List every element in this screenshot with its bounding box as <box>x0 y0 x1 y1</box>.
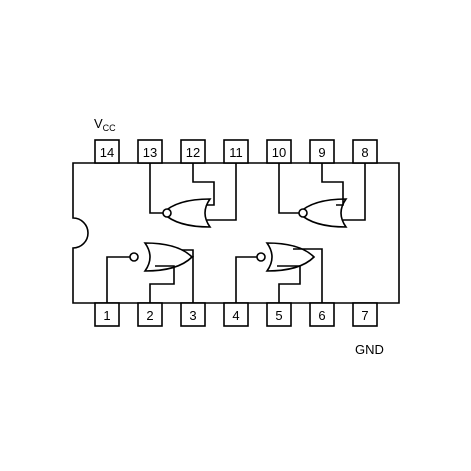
pin-12: 12 <box>180 139 206 164</box>
pin-4-label: 4 <box>232 308 239 323</box>
bottom-pins: 1 2 3 4 5 6 7 <box>94 302 378 327</box>
pin-8-label: 8 <box>361 145 368 160</box>
pin-10-label: 10 <box>272 145 286 160</box>
pin-1-label: 1 <box>103 308 110 323</box>
nor-gate-b-bubble <box>256 252 266 262</box>
nor-gate-d <box>278 163 366 228</box>
pin-13-label: 13 <box>143 145 157 160</box>
pin-13: 13 <box>137 139 163 164</box>
nor-gate-a-bubble <box>129 252 139 262</box>
pin-2: 2 <box>137 302 163 327</box>
pin-7: 7 <box>352 302 378 327</box>
pin-8: 8 <box>352 139 378 164</box>
pin-6: 6 <box>309 302 335 327</box>
nor-gate-d-wires <box>278 163 366 221</box>
pin-6-label: 6 <box>318 308 325 323</box>
nor-gate-b-wires <box>235 248 323 303</box>
nor-gate-d-bubble <box>298 208 308 218</box>
pin-2-label: 2 <box>146 308 153 323</box>
chip-body <box>72 162 400 304</box>
pin-11: 11 <box>223 139 249 164</box>
nor-gate-a-wires <box>106 256 194 303</box>
pin-4: 4 <box>223 302 249 327</box>
pin-1: 1 <box>94 302 120 327</box>
pin-12-label: 12 <box>186 145 200 160</box>
vcc-label: VCC <box>94 116 116 133</box>
nor-gate-c-body <box>161 198 212 228</box>
nor-gate-b-body <box>265 242 316 272</box>
nor-gate-d-body <box>297 198 348 228</box>
pin-9-label: 9 <box>318 145 325 160</box>
pin-7-label: 7 <box>361 308 368 323</box>
gnd-label: GND <box>355 342 384 357</box>
pin-14: 14 <box>94 139 120 164</box>
top-pins: 14 13 12 11 10 9 8 <box>94 139 378 164</box>
nor-gate-a <box>106 242 194 303</box>
pin-10: 10 <box>266 139 292 164</box>
pin-3: 3 <box>180 302 206 327</box>
nor-gate-c-wires <box>149 163 237 221</box>
nor-gate-a-wire-upper <box>182 249 194 257</box>
nor-gate-b <box>235 242 323 303</box>
pin-5-label: 5 <box>275 308 282 323</box>
pin-3-label: 3 <box>189 308 196 323</box>
nor-gate-c <box>149 163 237 228</box>
pin-11-label: 11 <box>229 145 243 160</box>
nor-gate-c-bubble <box>162 208 172 218</box>
pin-14-label: 14 <box>100 145 114 160</box>
pin-9: 9 <box>309 139 335 164</box>
pin-5: 5 <box>266 302 292 327</box>
